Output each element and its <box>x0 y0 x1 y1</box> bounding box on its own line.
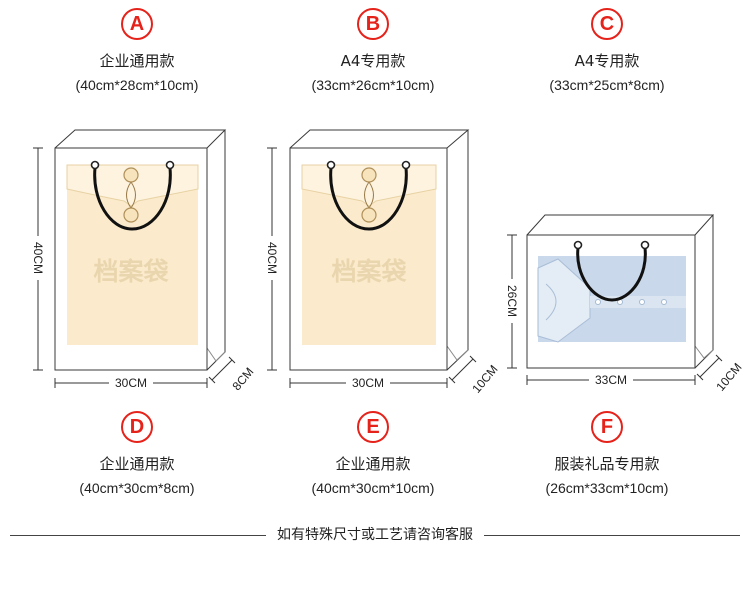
spec-letter-badge: D <box>121 411 153 443</box>
spec-b: B A4专用款 (33cm*26cm*10cm) <box>263 8 483 94</box>
bag-side-gusset <box>206 130 226 371</box>
handle-eyelet-right <box>640 240 650 250</box>
folder-button-top <box>361 167 377 183</box>
spec-name: 企业通用款 <box>99 52 175 70</box>
spec-letter-badge: C <box>591 8 623 40</box>
spec-name: A4专用款 <box>340 52 406 70</box>
height-label: 40CM <box>31 242 45 274</box>
folder-string <box>364 181 374 209</box>
footer-divider-left <box>10 534 266 536</box>
spec-letter-badge: F <box>591 411 623 443</box>
footer-divider-right <box>484 534 740 536</box>
folder-flap <box>66 164 199 207</box>
handle-eyelet-right <box>165 160 175 170</box>
bag-e: 档案袋 <box>289 129 470 371</box>
handle-eyelet-right <box>401 160 411 170</box>
spec-size: (26cm*33cm*10cm) <box>545 480 669 496</box>
bag-back-top-edge <box>54 129 227 149</box>
rope-handle <box>329 166 408 231</box>
bag-side-gusset <box>694 215 714 369</box>
bag-gusset-fold <box>206 347 226 362</box>
height-label-bg <box>504 279 520 323</box>
spec-name: A4专用款 <box>574 52 640 70</box>
folder-button-top <box>123 167 139 183</box>
width-label-bg <box>109 375 153 391</box>
bag-gusset-fold <box>694 345 714 359</box>
shirt-button <box>595 299 601 305</box>
depth-dimension-line <box>448 355 477 384</box>
bag-f-dimensions: 26CM 33CM 10CM <box>504 234 745 394</box>
handle-eyelet-left <box>90 160 100 170</box>
depth-dimension-line <box>208 356 236 384</box>
folder-print-text: 档案袋 <box>331 257 407 286</box>
depth-label: 10CM <box>713 360 744 394</box>
width-label: 30CM <box>115 376 147 390</box>
bag-gusset-fold <box>446 345 469 361</box>
shirt-button <box>661 299 667 305</box>
spec-a: A 企业通用款 (40cm*28cm*10cm) <box>27 8 247 94</box>
width-label: 33CM <box>595 373 627 387</box>
footer-note: 如有特殊尺寸或工艺请咨询客服 <box>277 527 473 543</box>
rope-handle <box>576 246 647 302</box>
spec-size: (33cm*26cm*10cm) <box>311 77 435 93</box>
height-label-bg <box>30 236 46 280</box>
height-label: 26CM <box>505 285 519 317</box>
width-label: 30CM <box>352 376 384 390</box>
folder-button-bottom <box>361 207 377 223</box>
bag-side-gusset <box>446 130 469 371</box>
spec-size: (33cm*25cm*8cm) <box>549 77 665 93</box>
folder-string <box>126 181 136 209</box>
depth-dimension-line <box>696 354 723 381</box>
bag-back-top-edge <box>526 214 715 236</box>
depth-label: 8CM <box>229 365 256 393</box>
shirt-collar <box>537 258 591 343</box>
spec-d: D 企业通用款 (40cm*30cm*8cm) <box>27 411 247 497</box>
bag-f <box>526 214 715 369</box>
spec-letter-badge: E <box>357 411 389 443</box>
folder-button-bottom <box>123 207 139 223</box>
spec-size: (40cm*30cm*8cm) <box>79 480 195 496</box>
spec-f: F 服装礼品专用款 (26cm*33cm*10cm) <box>497 411 717 497</box>
footer-note-row: 如有特殊尺寸或工艺请咨询客服 <box>10 526 740 544</box>
spec-name: 企业通用款 <box>335 455 411 473</box>
bag-back-top-edge <box>289 129 470 149</box>
depth-label: 10CM <box>469 362 500 396</box>
spec-letter-badge: B <box>357 8 389 40</box>
rope-handle <box>93 166 172 231</box>
folder-print-text: 档案袋 <box>93 257 169 286</box>
spec-size: (40cm*30cm*10cm) <box>311 480 435 496</box>
height-label-bg <box>264 236 280 280</box>
spec-letter-badge: A <box>121 8 153 40</box>
width-label-bg <box>589 372 633 388</box>
spec-e: E 企业通用款 (40cm*30cm*10cm) <box>263 411 483 497</box>
height-label: 40CM <box>265 242 279 274</box>
width-label-bg <box>346 375 390 391</box>
folder-flap <box>301 164 437 207</box>
shirt-button <box>639 299 645 305</box>
shirt-neckline <box>545 283 557 321</box>
spec-name: 企业通用款 <box>99 455 175 473</box>
spec-c: C A4专用款 (33cm*25cm*8cm) <box>497 8 717 94</box>
spec-name: 服装礼品专用款 <box>554 455 660 473</box>
bag-d: 档案袋 <box>54 129 227 371</box>
handle-eyelet-left <box>326 160 336 170</box>
spec-size: (40cm*28cm*10cm) <box>75 77 199 93</box>
bag-d-dimensions: 40CM 30CM 8CM <box>30 147 257 393</box>
handle-eyelet-left <box>573 240 583 250</box>
